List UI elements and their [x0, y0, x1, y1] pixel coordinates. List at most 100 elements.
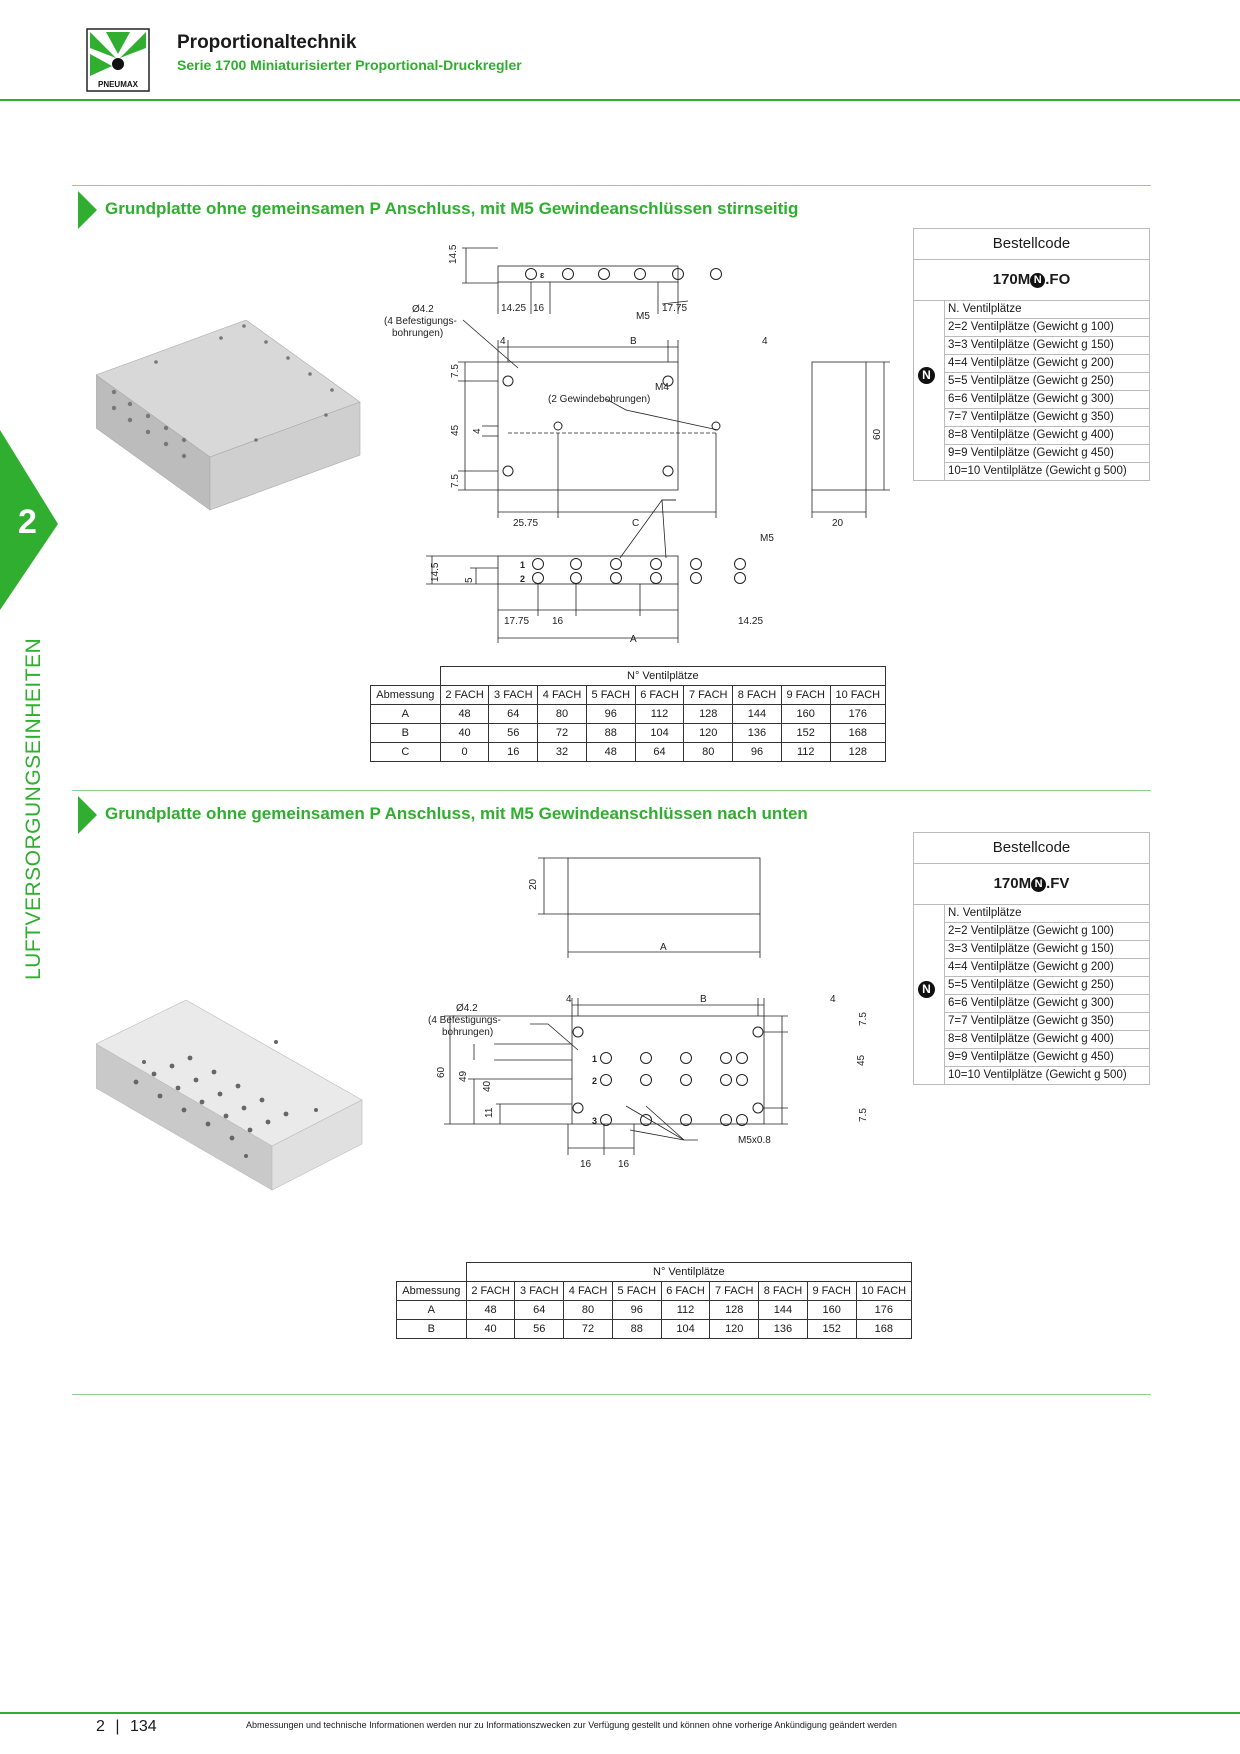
n-badge-icon: N — [1031, 876, 1047, 892]
brand-logo: PNEUMAX — [86, 28, 150, 92]
col-header: 2 FACH — [465, 1281, 516, 1301]
table-cell: 40 — [439, 723, 490, 743]
table-cell: 112 — [780, 742, 831, 762]
dim-A: A — [630, 634, 637, 645]
section1-title: Grundplatte ohne gemeinsamen P Anschluss… — [105, 199, 799, 218]
dim-4-left: 4 — [566, 994, 572, 1005]
dim-4-right: 4 — [762, 336, 768, 347]
table-cell: 104 — [634, 723, 685, 743]
list-item: 10=10 Ventilplätze (Gewicht g 500) — [948, 1069, 1127, 1081]
hole-note-1: (4 Befestigungs- — [428, 1015, 501, 1026]
dim-45: 45 — [856, 1054, 867, 1066]
dim-14-5-bottom: 14.5 — [430, 562, 441, 582]
table-cell: 0 — [439, 742, 490, 762]
options-title: N. Ventilplätze — [945, 905, 1149, 923]
list-item: 5=5 Ventilplätze (Gewicht g 250) — [945, 977, 1149, 995]
dim-60: 60 — [872, 428, 883, 440]
dim-25-75: 25.75 — [513, 518, 538, 529]
order-header: Bestellcode — [914, 229, 1149, 260]
label-m5-bottom: M5 — [760, 533, 774, 544]
list-item: 8=8 Ventilplätze (Gewicht g 400) — [945, 427, 1149, 445]
table-cell: 112 — [660, 1300, 711, 1320]
table-cell: 128 — [683, 704, 734, 724]
table-cell: 64 — [634, 742, 685, 762]
dim-17-75: 17.75 — [662, 303, 687, 314]
table-cell: 120 — [709, 1319, 760, 1339]
table-cell: 120 — [683, 723, 734, 743]
table-cell: 144 — [758, 1300, 808, 1320]
section-bottom-rule — [72, 1394, 1151, 1395]
dim-7-5-bottom: 7.5 — [450, 474, 461, 488]
port-2-label: 2 — [520, 574, 525, 584]
section2-iso-image — [96, 1000, 363, 1191]
table-cell: 48 — [439, 704, 490, 724]
n-badge-icon: N — [1030, 272, 1046, 288]
list-item: 2=2 Ventilplätze (Gewicht g 100) — [945, 923, 1149, 941]
order-code-prefix: 170M — [993, 875, 1032, 892]
section2-dimension-table: N° Ventilplätze Abmessung 2 FACH 3 FACH … — [396, 1262, 913, 1339]
col-header: 9 FACH — [806, 1281, 857, 1301]
list-item: 7=7 Ventilplätze (Gewicht g 350) — [945, 409, 1149, 427]
hole-diameter: Ø4.2 — [412, 304, 434, 315]
port-2-label: 2 — [592, 1076, 597, 1086]
footer-disclaimer: Abmessungen und technische Informationen… — [246, 1720, 897, 1730]
n-badge-icon: N — [918, 367, 935, 384]
table-cell: 32 — [537, 742, 587, 762]
col-header: 5 FACH — [611, 1281, 662, 1301]
col-header: 8 FACH — [732, 685, 782, 705]
table-cell: 160 — [780, 704, 831, 724]
table-group-header: N° Ventilplätze — [465, 1262, 913, 1282]
page-number: 2 | 134 — [96, 1718, 157, 1736]
brand-name: PNEUMAX — [98, 80, 139, 89]
order-header: Bestellcode — [914, 833, 1149, 864]
dim-4-right: 4 — [830, 994, 836, 1005]
table-cell: A — [370, 704, 441, 724]
table-cell: 72 — [537, 723, 587, 743]
table-cell: 64 — [488, 704, 539, 724]
label-m4-note: (2 Gewindebohrungen) — [548, 394, 650, 405]
table-cell: 88 — [611, 1319, 662, 1339]
order-options-list: N. Ventilplätze 2=2 Ventilplätze (Gewich… — [944, 905, 1149, 1084]
table-cell: 176 — [829, 704, 887, 724]
port-3-label: 3 — [592, 1116, 597, 1126]
list-item: 2=2 Ventilplätze (Gewicht g 100) — [945, 319, 1149, 337]
section2-arrow-icon — [78, 796, 97, 834]
col-header: 7 FACH — [683, 685, 734, 705]
table-cell: 136 — [758, 1319, 808, 1339]
hole-note-2: bohrungen) — [442, 1027, 493, 1038]
list-item: 6=6 Ventilplätze (Gewicht g 300) — [945, 391, 1149, 409]
table-cell: 104 — [660, 1319, 711, 1339]
list-item: 4=4 Ventilplätze (Gewicht g 200) — [945, 959, 1149, 977]
dim-16-b: 16 — [618, 1159, 630, 1170]
table-cell: 96 — [611, 1300, 662, 1320]
hole-note-2: bohrungen) — [392, 328, 443, 339]
col-header: 10 FACH — [829, 685, 887, 705]
table-cell: C — [370, 742, 441, 762]
list-item: 9=9 Ventilplätze (Gewicht g 450) — [945, 1049, 1149, 1067]
port-e-label: ɛ — [540, 270, 545, 280]
footer-separator: | — [115, 1718, 120, 1735]
dim-16: 16 — [533, 303, 545, 314]
col-header: Abmessung — [370, 685, 441, 705]
table-cell: 56 — [488, 723, 539, 743]
table-group-header: N° Ventilplätze — [439, 666, 887, 686]
section2-top-rule — [72, 790, 1151, 791]
table-cell: B — [370, 723, 441, 743]
col-header: 3 FACH — [488, 685, 539, 705]
label-m5: M5 — [636, 311, 650, 322]
table-cell: B — [396, 1319, 467, 1339]
dim-14-25-bottom: 14.25 — [738, 616, 763, 627]
section1-technical-drawing: 14.5 14.25 16 17.75 M5 Ø4.2 (4 Befestigu… — [384, 244, 890, 645]
table-cell: 168 — [829, 723, 887, 743]
n-badge-icon: N — [918, 981, 935, 998]
col-header: 8 FACH — [758, 1281, 808, 1301]
col-header: 3 FACH — [514, 1281, 565, 1301]
footer-page: 134 — [129, 1718, 157, 1735]
list-item: 10=10 Ventilplätze (Gewicht g 500) — [948, 465, 1127, 477]
table-cell: 80 — [683, 742, 734, 762]
list-item: 8=8 Ventilplätze (Gewicht g 400) — [945, 1031, 1149, 1049]
